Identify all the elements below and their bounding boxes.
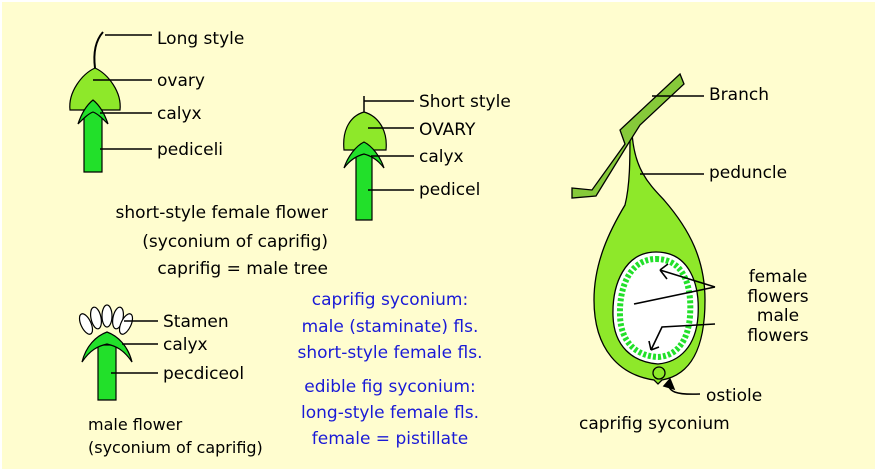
label-calyx-1: calyx [157,104,202,124]
label-female-flowers-1: female [728,267,828,287]
short-style-pedicel [356,150,372,220]
caption-short-style-2: (syconium of caprifig) [60,232,328,252]
label-pediceli: pediceli [157,140,223,160]
stamen [102,305,112,327]
label-calyx-3: calyx [163,335,208,355]
long-style-female-flower [70,32,120,172]
label-ostiole: ostiole [706,386,762,406]
label-long-style: Long style [157,29,244,49]
label-ovary: ovary [157,71,205,91]
ostiole [653,367,665,379]
label-peduncle: peduncle [709,163,787,183]
branch [572,74,684,198]
label-male-flowers-2: flowers [728,326,828,346]
label-male-flowers-1: male [728,306,828,326]
short-style-female-flower [344,96,387,220]
note-edible-3: female = pistillate [278,429,502,449]
caption-male-flower-2: (syconium of caprifig) [88,438,263,458]
label-calyx-2: calyx [419,147,464,167]
note-caprifig-2: male (staminate) fls. [278,317,502,337]
male-flower [77,305,135,400]
caption-caprifig-syconium: caprifig syconium [579,414,730,434]
label-female-flowers-2: flowers [728,287,828,307]
caprifig-syconium-drawing [572,74,715,384]
label-short-style: Short style [419,92,511,112]
label-branch: Branch [709,85,769,105]
long-style-pedicel [84,110,102,172]
note-edible-1: edible fig syconium: [278,377,502,397]
caption-short-style-3: caprifig = male tree [60,259,328,279]
note-caprifig-3: short-style female fls. [278,343,502,363]
note-caprifig-1: caprifig syconium: [278,290,502,310]
ostiole-arrowhead [664,379,674,389]
label-stamen: Stamen [163,312,229,332]
label-pecdiceol: pecdiceol [163,364,244,384]
caption-short-style-1: short-style female flower [60,203,328,223]
syconium-cavity [613,252,698,364]
caption-male-flower-1: male flower [88,415,182,435]
label-ovary-caps: OVARY [419,120,475,140]
note-edible-2: long-style female fls. [278,403,502,423]
label-pedicel: pedicel [419,180,480,200]
